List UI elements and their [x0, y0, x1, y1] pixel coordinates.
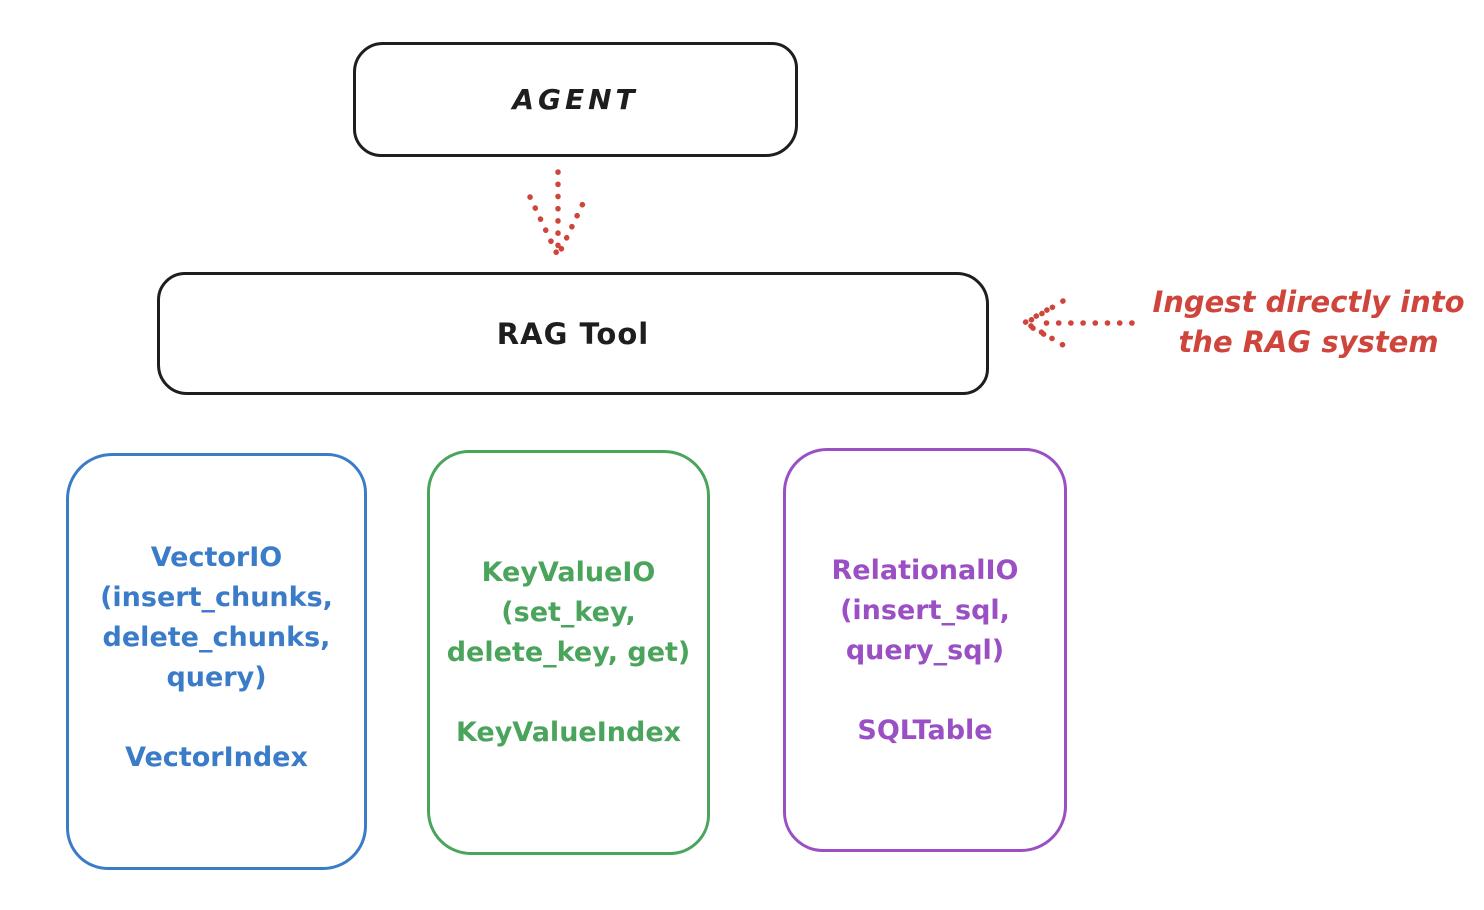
- rag-tool-node: RAG Tool: [157, 272, 989, 395]
- annotation-text: Ingest directly into the RAG system: [1133, 283, 1484, 363]
- annotation-line-1: Ingest directly into: [1152, 285, 1465, 319]
- keyvalue-io-node-text: KeyValueIO (set_key, delete_key, get) Ke…: [430, 453, 707, 753]
- annotation-line-2: the RAG system: [1178, 325, 1439, 359]
- keyvalue-io-node: KeyValueIO (set_key, delete_key, get) Ke…: [427, 450, 710, 855]
- arrow-annotation-to-rag-icon: [1021, 298, 1135, 348]
- vector-io-node: VectorIO (insert_chunks, delete_chunks, …: [66, 453, 367, 870]
- vector-io-node-text: VectorIO (insert_chunks, delete_chunks, …: [69, 456, 364, 778]
- rag-tool-node-label: RAG Tool: [496, 316, 650, 351]
- agent-node: AGENT: [353, 42, 798, 157]
- arrow-agent-to-rag-icon: [527, 169, 589, 259]
- store-line: delete_chunks,: [102, 622, 331, 653]
- relational-io-node: RelationalIO (insert_sql, query_sql) SQL…: [783, 448, 1067, 852]
- store-line: delete_key, get): [446, 637, 691, 668]
- relational-io-node-text: RelationalIO (insert_sql, query_sql) SQL…: [786, 451, 1064, 751]
- store-line: (set_key,: [501, 597, 636, 628]
- store-line: (insert_chunks,: [100, 582, 333, 613]
- store-line: VectorIndex: [125, 742, 308, 773]
- store-line: KeyValueIndex: [455, 717, 682, 748]
- store-line: RelationalIO: [831, 555, 1019, 586]
- store-line: query_sql): [845, 635, 1005, 666]
- store-line: KeyValueIO: [481, 557, 656, 588]
- store-line: SQLTable: [857, 715, 993, 746]
- store-line: VectorIO: [150, 542, 283, 573]
- store-line: (insert_sql,: [840, 595, 1010, 626]
- agent-node-label: AGENT: [512, 83, 639, 116]
- store-line: query): [166, 662, 267, 693]
